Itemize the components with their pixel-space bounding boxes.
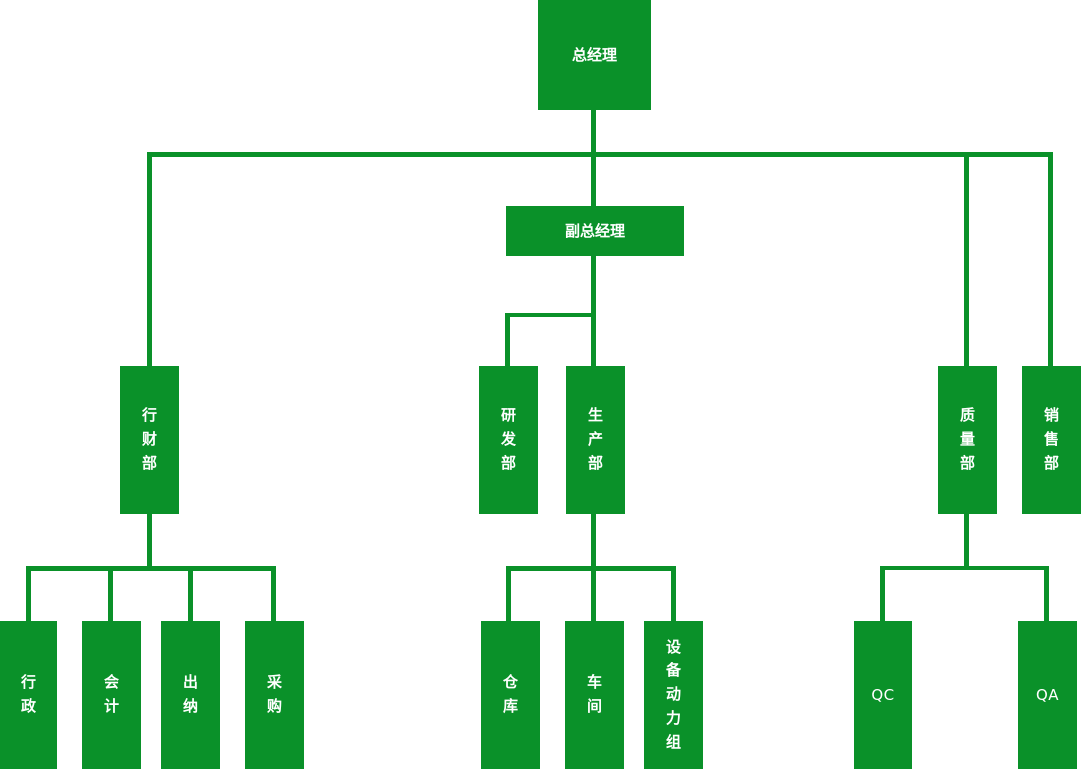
connector-quality-bus — [880, 566, 1049, 570]
node-label-workshop: 车 间 — [586, 673, 602, 715]
node-purchasing[interactable]: 采 购 — [245, 621, 304, 769]
node-general-manager[interactable]: 总经理 — [538, 0, 651, 110]
connector-drop-qa — [1044, 566, 1049, 623]
node-label-deputy-general-manager: 副总经理 — [564, 221, 625, 240]
node-warehouse[interactable]: 仓 库 — [481, 621, 540, 769]
node-production-dept[interactable]: 生 产 部 — [566, 366, 625, 514]
node-label-warehouse: 仓 库 — [502, 673, 518, 715]
node-deputy-general-manager[interactable]: 副总经理 — [506, 206, 684, 256]
connector-drop-qc — [880, 566, 885, 623]
connector-drop-workshop — [591, 566, 596, 623]
connector-drop-cashier — [188, 566, 193, 623]
node-label-accounting: 会 计 — [103, 673, 119, 715]
connector-gm-stem — [591, 110, 596, 156]
connector-drop-accounting — [108, 566, 113, 623]
node-qa[interactable]: QA — [1018, 621, 1077, 769]
node-quality-dept[interactable]: 质 量 部 — [938, 366, 997, 514]
connector-drop-rnd — [505, 313, 510, 368]
connector-drop-sales — [1048, 152, 1053, 366]
connector-deputy-stem — [591, 256, 596, 368]
node-label-qa: QA — [1035, 685, 1060, 704]
connector-level2-bus — [148, 152, 1053, 157]
node-label-quality-dept: 质 量 部 — [959, 406, 975, 472]
node-label-sales-dept: 销 售 部 — [1043, 406, 1059, 472]
node-label-equipment-power-group: 设 备 动 力 组 — [665, 637, 681, 751]
node-qc[interactable]: QC — [854, 621, 912, 769]
node-label-qc: QC — [871, 685, 895, 704]
connector-drop-deputy-gm — [591, 152, 596, 206]
node-rnd-dept[interactable]: 研 发 部 — [479, 366, 538, 514]
node-label-rnd-dept: 研 发 部 — [500, 406, 516, 472]
node-admin-finance-dept[interactable]: 行 财 部 — [120, 366, 179, 514]
node-label-admin-finance-dept: 行 财 部 — [141, 406, 157, 472]
node-accounting[interactable]: 会 计 — [82, 621, 141, 769]
node-label-administration: 行 政 — [20, 673, 36, 715]
connector-production-stem — [591, 514, 596, 568]
connector-drop-administration — [26, 566, 31, 623]
connector-deputy-bus — [505, 313, 596, 317]
connector-drop-equipment-power — [671, 566, 676, 623]
node-cashier[interactable]: 出 纳 — [161, 621, 220, 769]
connector-drop-quality — [964, 152, 969, 366]
connector-quality-stem — [964, 514, 969, 568]
node-label-general-manager: 总经理 — [571, 45, 617, 64]
node-sales-dept[interactable]: 销 售 部 — [1022, 366, 1081, 514]
connector-drop-warehouse — [506, 566, 511, 623]
connector-admin-finance-bus — [26, 566, 276, 571]
node-label-purchasing: 采 购 — [266, 673, 282, 715]
node-label-cashier: 出 纳 — [182, 673, 198, 715]
connector-drop-admin-finance — [147, 152, 152, 366]
connector-drop-purchasing — [271, 566, 276, 623]
node-administration[interactable]: 行 政 — [0, 621, 57, 769]
node-label-production-dept: 生 产 部 — [587, 406, 603, 472]
connector-admin-finance-stem — [147, 514, 152, 568]
node-workshop[interactable]: 车 间 — [565, 621, 624, 769]
node-equipment-power-group[interactable]: 设 备 动 力 组 — [644, 621, 703, 769]
